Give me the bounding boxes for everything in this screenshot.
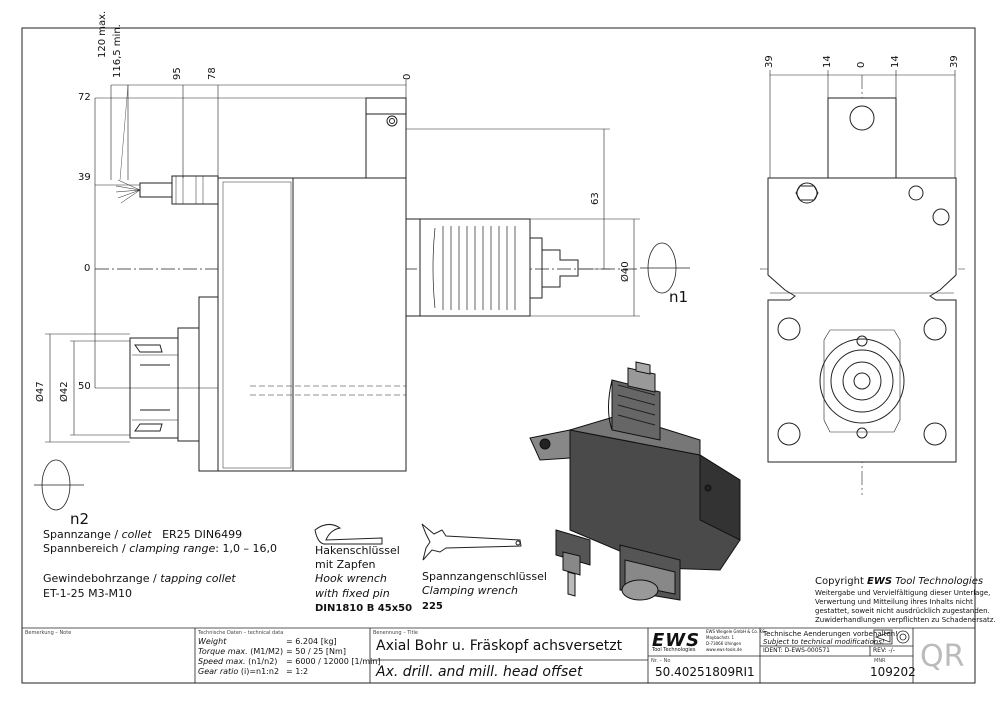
copyright-prefix: Copyright: [815, 576, 868, 587]
spec-collet-en: collet: [121, 528, 152, 541]
clamping-wrench-en: Clamping wrench: [422, 584, 518, 597]
note-label: Bemerkung – Note: [25, 630, 72, 636]
dim-116-min: 116,5 min.: [112, 24, 123, 78]
spec-clamping-value: : 1,0 – 16,0: [215, 542, 277, 555]
dim-72: 72: [78, 92, 91, 103]
number-label: Nr. – No: [651, 658, 671, 664]
spec-collet: Spannzange / collet ER25 DIN6499: [43, 528, 243, 542]
side-view: [95, 97, 640, 472]
company-addr2: Maybachstr. 1: [706, 635, 735, 640]
dim-95: 95: [172, 67, 183, 80]
copyright-brand: EWS: [867, 576, 893, 587]
hook-wrench-illustration: [314, 524, 383, 545]
tech-row-value: = 6000 / 12000 [1/min]: [286, 657, 381, 666]
tech-data-label: Technische Daten – technical data: [198, 630, 284, 636]
revision: REV: -/-: [873, 647, 895, 654]
company-logo: EWS: [652, 630, 701, 651]
tech-row-unit: (n1/n2): [248, 657, 278, 666]
copyright-line1: Weitergabe und Vervielfältigung dieser U…: [815, 589, 991, 597]
clamping-wrench-de: Spannzangenschlüssel: [422, 570, 547, 583]
ident: IDENT: D-EWS-000571: [763, 647, 830, 654]
spec-clamping-de: Spannbereich /: [43, 542, 130, 555]
title-label: Benennung – Title: [373, 630, 418, 636]
copyright-line3: gestattet, soweit nicht ausdrücklich zug…: [815, 607, 990, 615]
copyright-suffix: Tool Technologies: [892, 576, 984, 587]
tech-row-speed: Speed max. (n1/n2): [198, 657, 277, 666]
drawing-border: [21, 27, 976, 684]
hook-wrench-de2: mit Zapfen: [315, 558, 376, 571]
rotation-arrow-n2: [34, 459, 84, 511]
tech-row-unit: (i)=n1:n2: [240, 667, 280, 676]
tech-row-label: Gear ratio: [198, 667, 239, 676]
hook-wrench-de1: Hakenschlüssel: [315, 544, 400, 557]
spec-collet-de: Spannzange /: [43, 528, 122, 541]
dim-0-left: 0: [84, 263, 91, 274]
copyright-heading: Copyright EWS Tool Technologies: [815, 576, 983, 588]
tech-row-value: = 6.204 [kg]: [286, 637, 337, 646]
tech-row-label: Speed max.: [198, 657, 246, 666]
dim-dia-40: Ø40: [620, 261, 631, 282]
dim-dia-47: Ø47: [35, 381, 46, 402]
isometric-render: [529, 361, 741, 601]
tech-row-gear: Gear ratio (i)=n1:n2: [198, 667, 279, 676]
label-n1: n1: [669, 288, 689, 306]
tech-row-unit: (M1/M2): [250, 647, 284, 656]
rotation-arrow-n1: [640, 242, 690, 294]
end-dim-39-left: 39: [764, 55, 775, 68]
company-addr3: D-73066 Uhingen: [706, 641, 742, 646]
hook-wrench-spec: DIN1810 B 45x50: [315, 603, 413, 614]
end-dim-14-left: 14: [822, 55, 833, 68]
changes-en: Subject to technical modifications!: [763, 638, 885, 646]
drawing-number: 50.40251809RI1: [655, 665, 755, 679]
clamping-wrench-illustration: [421, 523, 522, 561]
dim-63: 63: [590, 192, 601, 205]
copyright-line2: Verwertung und Mitteilung ihres Inhalts …: [815, 598, 973, 606]
tech-row-value: = 1:2: [286, 667, 309, 676]
end-dim-39-right: 39: [949, 55, 960, 68]
end-dim-0: 0: [856, 61, 867, 68]
title-block-lines: [22, 627, 975, 683]
dim-50: 50: [78, 381, 91, 392]
dim-78: 78: [207, 67, 218, 80]
dim-39: 39: [78, 172, 91, 183]
spec-tapping-en: tapping collet: [160, 572, 236, 585]
clamping-wrench-value: 225: [422, 601, 443, 612]
tech-row-value: = 50 / 25 [Nm]: [286, 647, 346, 656]
hook-wrench-en1: Hook wrench: [315, 572, 387, 585]
title-english: Ax. drill. and mill. head offset: [376, 664, 583, 680]
spec-clamping: Spannbereich / clamping range: 1,0 – 16,…: [43, 542, 277, 556]
dimension-lines: [45, 80, 640, 443]
dim-0-top: 0: [402, 73, 413, 80]
spec-tapping-value: ET-1-25 M3-M10: [43, 587, 133, 600]
dim-dia-42: Ø42: [59, 381, 70, 402]
company-sub: Tool Technologies: [652, 647, 696, 653]
tech-row-torque: Torque max. (M1/M2): [198, 647, 283, 656]
mnr-label: MNR: [874, 658, 886, 664]
spec-collet-value: ER25 DIN6499: [162, 528, 243, 541]
company-addr4: www.ews-tools.de: [706, 647, 742, 652]
title-german: Axial Bohr u. Fräskopf achsversetzt: [376, 638, 623, 654]
tech-row-label: Weight: [198, 637, 227, 646]
end-view-dimensions: [769, 70, 956, 178]
tech-row-label: Torque max.: [198, 647, 248, 656]
spec-clamping-en: clamping range: [129, 542, 216, 555]
company-addr1: EWS Weigele GmbH & Co. KG: [706, 629, 766, 634]
tech-row-weight: Weight: [198, 637, 226, 646]
copyright-line4: Zuwiderhandlungen verpflichten zu Schade…: [815, 616, 996, 624]
changes-de: Technische Aenderungen vorbehalten!: [763, 630, 898, 638]
spec-tapping: Gewindebohrzange / tapping collet: [43, 572, 236, 586]
end-view: [760, 75, 965, 495]
spec-tapping-de: Gewindebohrzange /: [43, 572, 161, 585]
qr-placeholder: QR: [920, 639, 965, 674]
dim-120-max: 120 max.: [97, 10, 108, 58]
label-n2: n2: [70, 510, 90, 528]
end-dim-14-right: 14: [890, 55, 901, 68]
hook-wrench-en2: with fixed pin: [315, 587, 390, 600]
mnr-number: 109202: [870, 665, 916, 679]
